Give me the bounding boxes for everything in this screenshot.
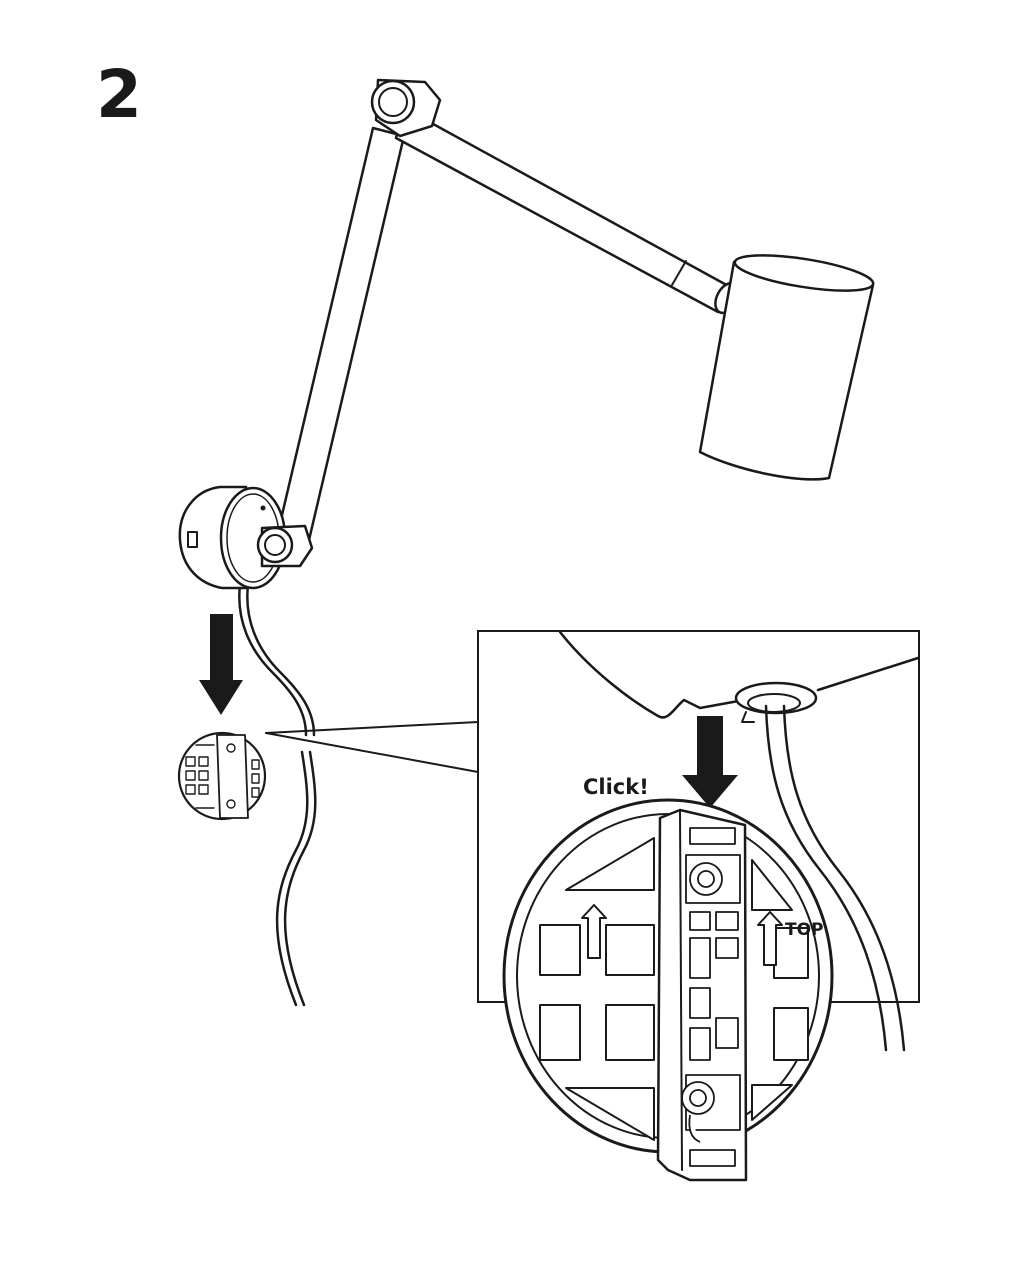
detail-inset: Click! xyxy=(477,630,920,1182)
up-arrow-icon xyxy=(581,904,607,959)
wall-lamp xyxy=(178,78,875,1007)
down-arrow-icon xyxy=(199,614,243,715)
mounting-plate-small xyxy=(177,731,267,821)
top-label: TOP xyxy=(785,920,824,940)
mounting-plate: TOP xyxy=(502,798,834,1182)
zoom-callout xyxy=(265,721,479,773)
click-label: Click! xyxy=(583,775,649,799)
lower-arm xyxy=(276,126,406,542)
lamp-shade xyxy=(698,254,875,481)
step-number: 2 xyxy=(96,56,142,133)
down-arrow-icon xyxy=(682,716,738,808)
power-cord-detail xyxy=(764,704,906,1052)
upper-arm xyxy=(394,106,734,314)
wall-base xyxy=(178,485,314,590)
power-cord xyxy=(238,583,317,1007)
up-arrow-icon xyxy=(757,911,783,966)
elbow-joint xyxy=(370,78,442,138)
